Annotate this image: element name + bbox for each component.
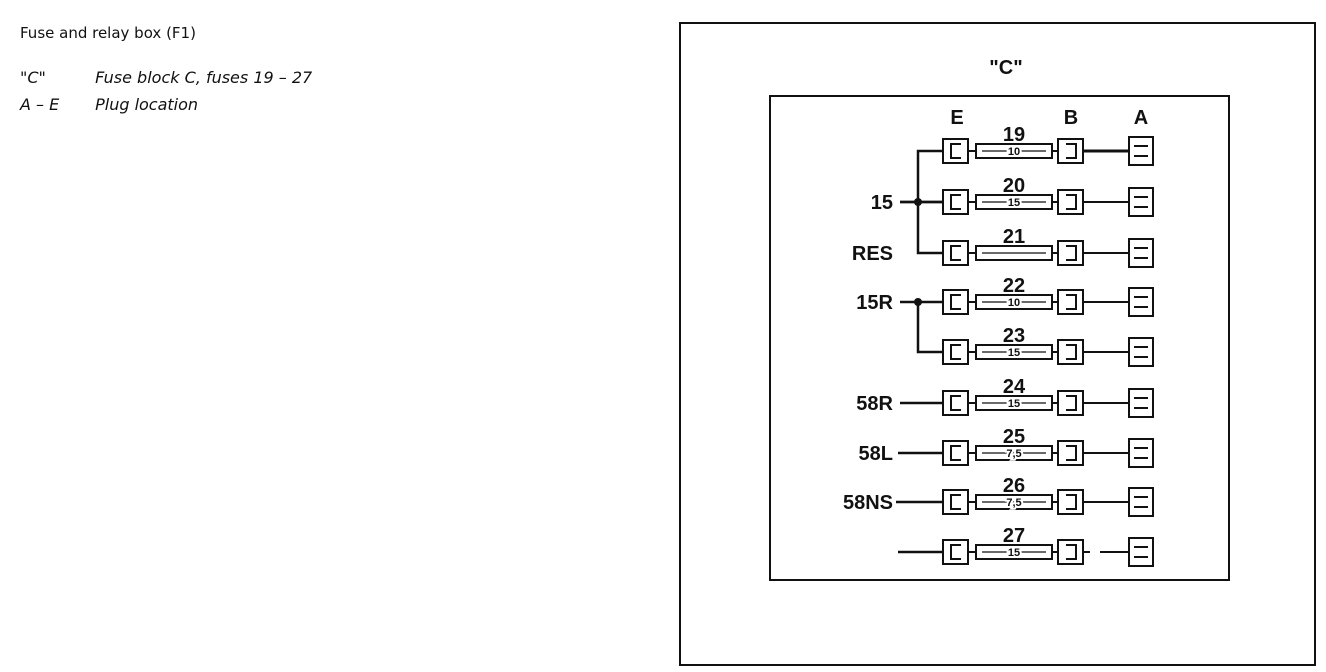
plug-e-contact: [950, 544, 961, 560]
plug-e-contact: [950, 294, 961, 310]
legend-key: A – E: [20, 95, 60, 114]
junction-dot: [914, 298, 922, 306]
plug-a: [1128, 136, 1154, 166]
plug-a: [1128, 388, 1154, 418]
fuse-rating: 15: [1008, 547, 1020, 559]
input-label: 15R: [856, 292, 893, 314]
plug-a: [1128, 238, 1154, 268]
legend-key: "C": [20, 68, 46, 87]
plug-b-contact: [1066, 544, 1077, 560]
fuse-rating: 15: [1008, 398, 1020, 410]
fuse-rating: 10: [1008, 146, 1020, 158]
plug-b: [1057, 289, 1084, 315]
inner-frame: [769, 95, 1230, 581]
legend-title: Fuse and relay box (F1): [20, 24, 196, 42]
plug-b: [1057, 390, 1084, 416]
plug-e: [942, 289, 969, 315]
plug-e: [942, 339, 969, 365]
fuse-number: 23: [1003, 325, 1025, 347]
column-label-e: E: [950, 107, 963, 129]
fuse-number: 24: [1003, 376, 1026, 398]
plug-e: [942, 390, 969, 416]
plug-b: [1057, 489, 1084, 515]
plug-e-contact: [950, 245, 961, 261]
plug-b-contact: [1066, 445, 1077, 461]
fuse-number: 21: [1003, 226, 1025, 248]
plug-e-contact: [950, 194, 961, 210]
plug-b: [1057, 539, 1084, 565]
junction-dot: [914, 198, 922, 206]
bus-15r: [916, 302, 943, 354]
plug-b: [1057, 189, 1084, 215]
plug-b-contact: [1066, 294, 1077, 310]
legend-row-block: "C" Fuse block C, fuses 19 – 27: [20, 68, 312, 95]
outer-frame: [679, 22, 1316, 666]
fuse-row: 267,5 58NS: [843, 475, 1154, 517]
plug-a: [1128, 287, 1154, 317]
plug-e: [942, 440, 969, 466]
input-label: 58L: [859, 443, 893, 465]
legend-row-plug: A – E Plug location: [20, 95, 312, 122]
legend-desc: Fuse block C, fuses 19 – 27: [95, 68, 313, 87]
plug-b-contact: [1066, 194, 1077, 210]
fuse-rating: 10: [1008, 297, 1020, 309]
plug-b-contact: [1066, 494, 1077, 510]
plug-e-contact: [950, 445, 961, 461]
plug-e-contact: [950, 494, 961, 510]
input-label: 58R: [856, 393, 893, 415]
plug-e: [942, 189, 969, 215]
block-title: "C": [989, 57, 1022, 79]
plug-a: [1128, 537, 1154, 567]
input-label: 58NS: [843, 492, 893, 514]
legend: Fuse and relay box (F1) "C" Fuse block C…: [20, 24, 312, 122]
fuse-number: 26: [1003, 475, 1025, 497]
fuse-number: 19: [1003, 124, 1025, 146]
fuse-number: 20: [1003, 175, 1025, 197]
plug-b: [1057, 138, 1084, 164]
fuse-rating: 7,5: [1006, 448, 1021, 460]
fuse-rating: 7,5: [1006, 497, 1021, 509]
input-label: 15: [871, 192, 893, 214]
plug-b: [1057, 240, 1084, 266]
fuse-row: 257,5 58L: [859, 426, 1154, 468]
plug-e-contact: [950, 344, 961, 360]
plug-b-contact: [1066, 245, 1077, 261]
plug-b: [1057, 339, 1084, 365]
plug-b-contact: [1066, 143, 1077, 159]
column-label-b: B: [1064, 107, 1078, 129]
plug-e: [942, 138, 969, 164]
plug-e: [942, 539, 969, 565]
column-label-a: A: [1134, 107, 1148, 129]
fuse-number: 27: [1003, 525, 1025, 547]
fuse-rating: 15: [1008, 197, 1020, 209]
plug-e: [942, 240, 969, 266]
plug-a: [1128, 337, 1154, 367]
plug-b: [1057, 440, 1084, 466]
plug-e-contact: [950, 395, 961, 411]
plug-e-contact: [950, 143, 961, 159]
legend-desc: Plug location: [95, 95, 199, 114]
plug-b-contact: [1066, 344, 1077, 360]
plug-a: [1128, 487, 1154, 517]
fuse-number: 25: [1003, 426, 1025, 448]
fuse-number: 22: [1003, 275, 1025, 297]
fuse-rating: 15: [1008, 347, 1020, 359]
plug-b-contact: [1066, 395, 1077, 411]
plug-e: [942, 489, 969, 515]
plug-a: [1128, 438, 1154, 468]
input-label: RES: [852, 243, 893, 265]
plug-a: [1128, 187, 1154, 217]
